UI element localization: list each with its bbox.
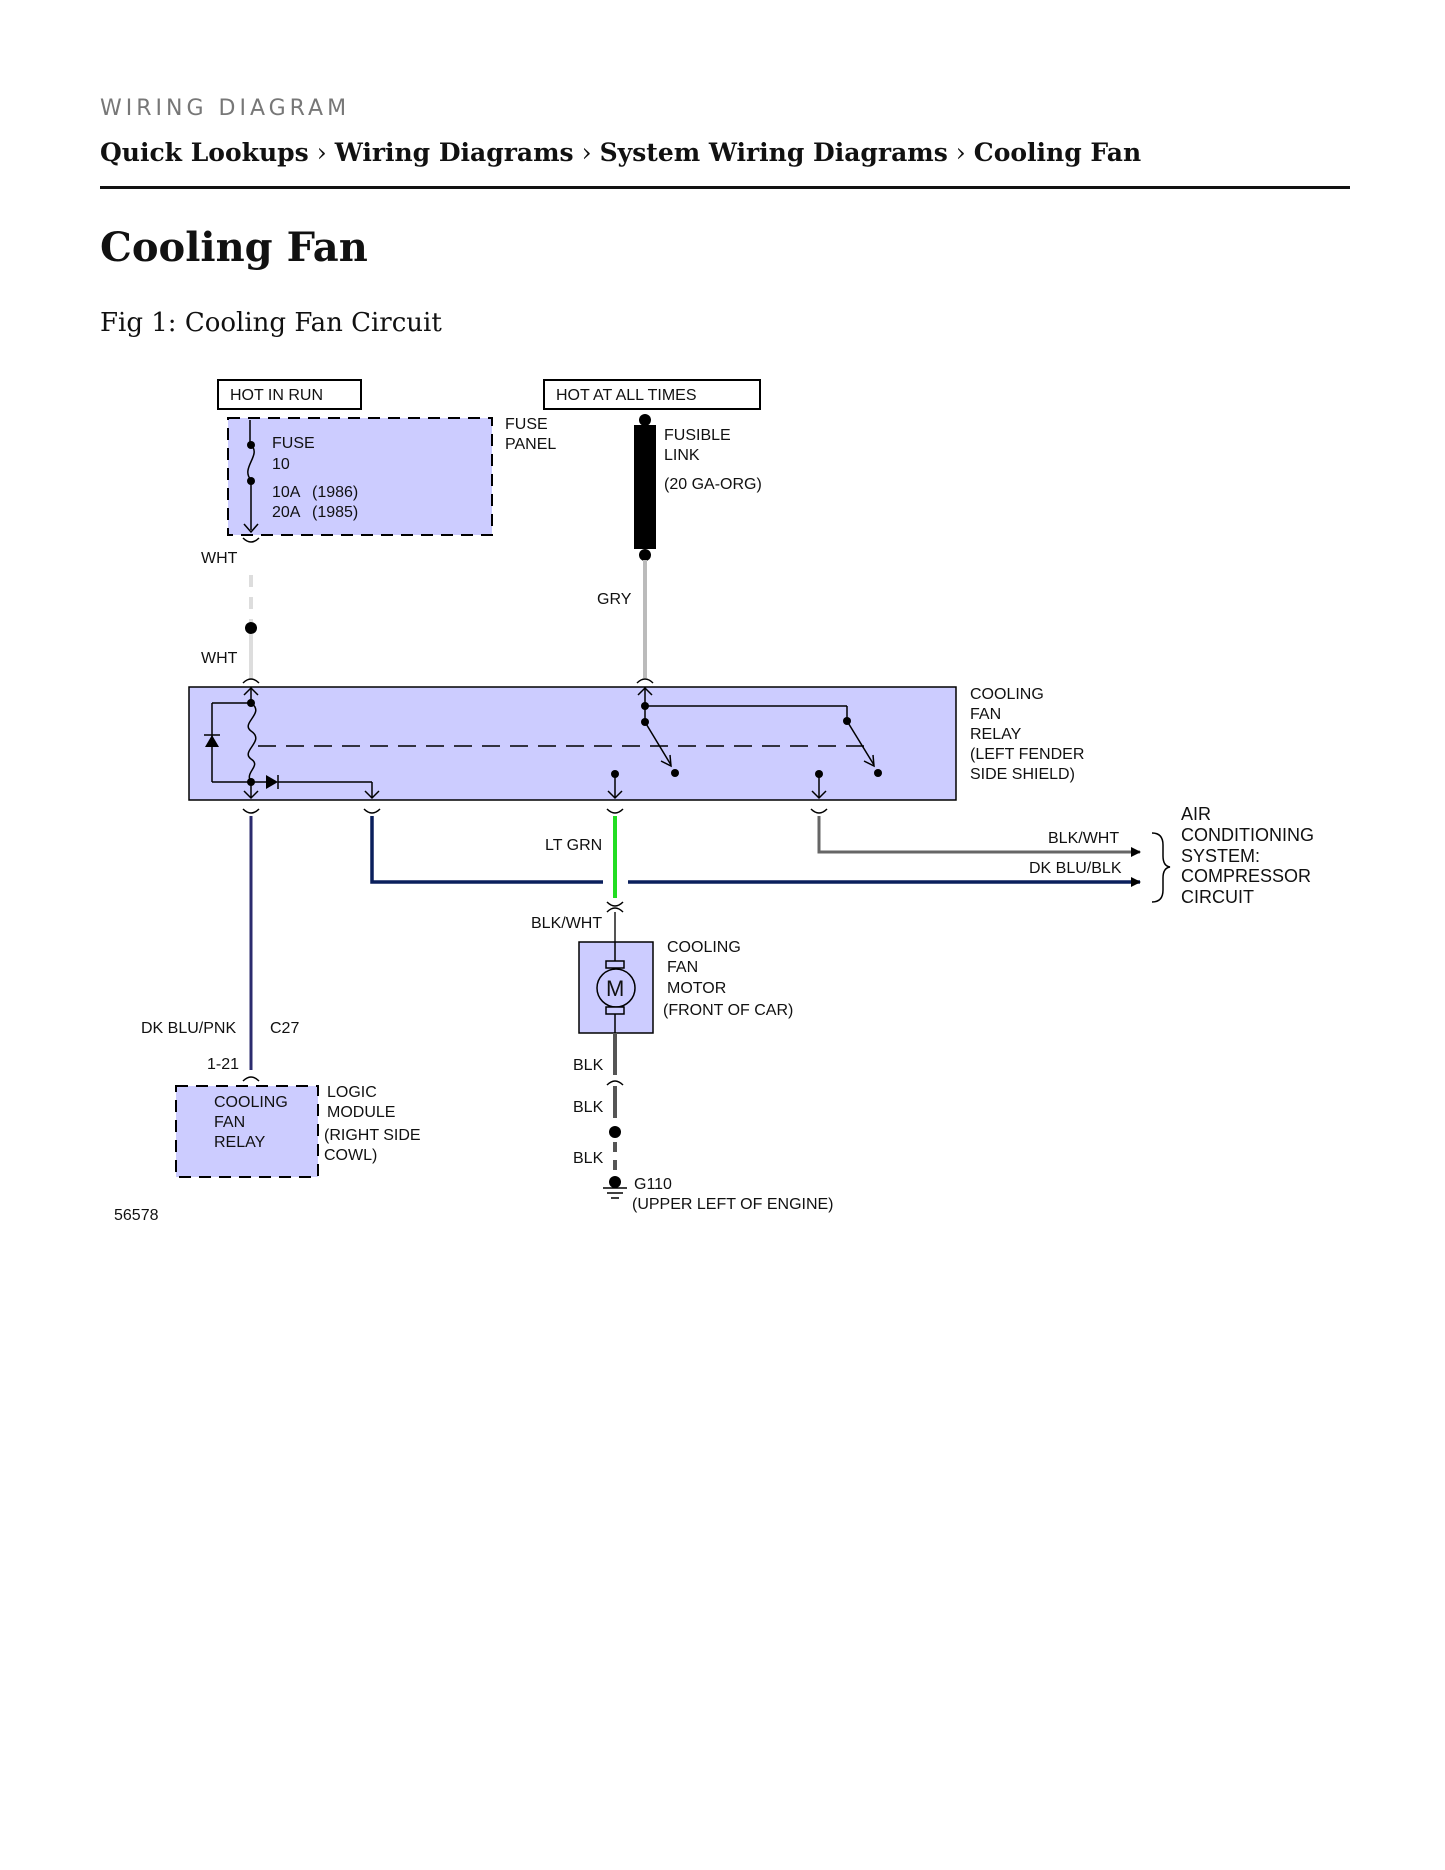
ac-system-label: AIR CONDITIONING SYSTEM: COMPRESSOR CIRC… <box>1181 804 1314 907</box>
svg-text:HOT AT ALL TIMES: HOT AT ALL TIMES <box>556 387 697 404</box>
figure-number: 56578 <box>114 1207 159 1224</box>
fuse-panel-label: FUSE <box>505 416 548 433</box>
fuse-panel: FUSE 10 10A (1986) 20A (1985) <box>227 417 493 536</box>
svg-text:FAN: FAN <box>970 706 1001 723</box>
svg-text:RELAY: RELAY <box>970 726 1022 743</box>
svg-text:COMPRESSOR: COMPRESSOR <box>1181 866 1311 886</box>
motor-symbol: M <box>606 976 624 1001</box>
wire-label-lt-grn: LT GRN <box>545 837 602 854</box>
svg-text:SIDE SHIELD): SIDE SHIELD) <box>970 766 1075 783</box>
connector-c27: C27 <box>270 1020 299 1037</box>
fusible-link-label: LINK <box>664 447 700 464</box>
breadcrumb-separator: › <box>581 138 592 167</box>
section-label: WIRING DIAGRAM <box>100 96 351 121</box>
wire-label-blk-wht: BLK/WHT <box>1048 830 1119 847</box>
svg-text:10: 10 <box>272 456 290 473</box>
header-divider <box>100 186 1350 189</box>
hot-in-run-label: HOT IN RUN <box>217 379 362 410</box>
hot-at-all-times-label: HOT AT ALL TIMES <box>543 379 761 410</box>
svg-text:AIR: AIR <box>1181 804 1211 824</box>
wire-label-blk: BLK <box>573 1057 604 1074</box>
dk-blu-blk-wire <box>370 816 603 884</box>
figure-caption: Fig 1: Cooling Fan Circuit <box>100 308 442 338</box>
fusible-link <box>634 414 656 561</box>
logic-module-label: LOGIC MODULE (RIGHT SIDE COWL) <box>324 1084 421 1164</box>
svg-text:SYSTEM:: SYSTEM: <box>1181 846 1260 866</box>
breadcrumb-cooling-fan[interactable]: Cooling Fan <box>973 138 1142 167</box>
svg-text:MOTOR: MOTOR <box>667 980 726 997</box>
svg-text:(FRONT OF CAR): (FRONT OF CAR) <box>663 1002 793 1019</box>
cooling-fan-relay <box>188 686 957 801</box>
splice <box>609 1126 621 1138</box>
wire-label-wht: WHT <box>201 550 238 567</box>
logic-module: COOLING FAN RELAY <box>175 1085 319 1178</box>
blk-wht-wire <box>817 816 1141 857</box>
motor-label: COOLING FAN MOTOR (FRONT OF CAR) <box>663 939 793 1019</box>
svg-text:20A: 20A <box>272 504 301 521</box>
svg-text:HOT IN RUN: HOT IN RUN <box>230 387 323 404</box>
breadcrumb-separator: › <box>316 138 327 167</box>
breadcrumb-system-wiring-diagrams[interactable]: System Wiring Diagrams <box>599 138 948 167</box>
wire-label-blk-wht-motor: BLK/WHT <box>531 915 602 932</box>
svg-text:FAN: FAN <box>214 1114 245 1131</box>
svg-text:COOLING: COOLING <box>970 686 1044 703</box>
svg-text:MODULE: MODULE <box>327 1104 395 1121</box>
svg-text:COOLING: COOLING <box>667 939 741 956</box>
svg-text:10A: 10A <box>272 484 301 501</box>
fuse-panel-label: PANEL <box>505 436 556 453</box>
splice <box>245 622 257 634</box>
svg-text:(LEFT FENDER: (LEFT FENDER <box>970 746 1084 763</box>
svg-text:COOLING: COOLING <box>214 1094 288 1111</box>
svg-text:LOGIC: LOGIC <box>327 1084 377 1101</box>
fusible-link-gauge: (20 GA-ORG) <box>664 476 762 493</box>
breadcrumb-separator: › <box>955 138 966 167</box>
breadcrumb-wiring-diagrams[interactable]: Wiring Diagrams <box>334 138 574 167</box>
svg-text:FAN: FAN <box>667 959 698 976</box>
ac-system-brace <box>1151 832 1171 903</box>
wire-label-dk-blu-blk: DK BLU/BLK <box>1029 860 1122 877</box>
svg-text:CONDITIONING: CONDITIONING <box>1181 825 1314 845</box>
svg-text:FUSE: FUSE <box>272 435 315 452</box>
breadcrumb-quick-lookups[interactable]: Quick Lookups <box>100 138 309 167</box>
svg-text:(1985): (1985) <box>312 504 358 521</box>
breadcrumb: Quick Lookups › Wiring Diagrams › System… <box>100 138 1141 167</box>
fusible-link-label: FUSIBLE <box>664 427 731 444</box>
svg-text:(1986): (1986) <box>312 484 358 501</box>
wire-label-wht: WHT <box>201 650 238 667</box>
wire-label-gry: GRY <box>597 591 632 608</box>
wire-label-blk: BLK <box>573 1099 604 1116</box>
ground-location: (UPPER LEFT OF ENGINE) <box>632 1196 834 1213</box>
svg-text:CIRCUIT: CIRCUIT <box>1181 887 1254 907</box>
wire-label-dk-blu-pnk: DK BLU/PNK <box>141 1020 236 1037</box>
svg-text:COWL): COWL) <box>324 1147 377 1164</box>
page-title: Cooling Fan <box>100 224 368 271</box>
ground-icon <box>603 1176 627 1199</box>
cooling-fan-motor: M <box>578 941 654 1034</box>
pin-1-21: 1-21 <box>207 1056 239 1073</box>
relay-label: COOLING FAN RELAY (LEFT FENDER SIDE SHIE… <box>970 686 1084 783</box>
svg-text:(RIGHT SIDE: (RIGHT SIDE <box>324 1127 421 1144</box>
ground-label: G110 <box>634 1176 672 1193</box>
wire-label-blk: BLK <box>573 1150 604 1167</box>
svg-text:RELAY: RELAY <box>214 1134 266 1151</box>
